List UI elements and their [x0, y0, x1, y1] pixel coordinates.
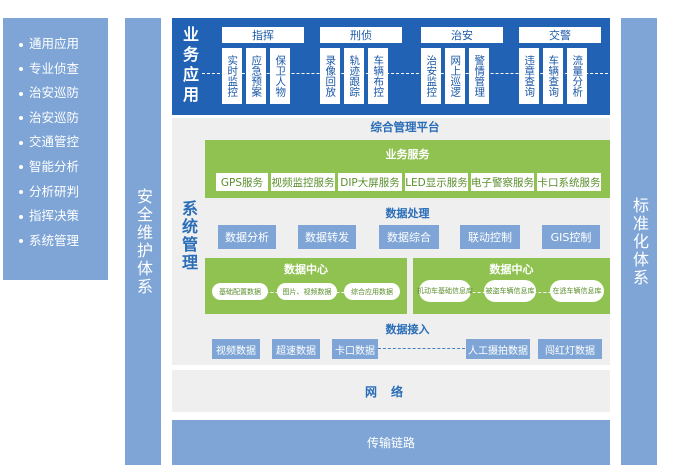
access-box: 人工摄拍数据	[466, 339, 530, 359]
access-box: 视频数据	[212, 339, 260, 359]
data-access-dashed-line	[378, 348, 465, 349]
function-item: 交通管控	[19, 130, 108, 155]
function-item: 系统管理	[19, 229, 108, 254]
business-dashed-line	[202, 73, 608, 74]
bullet-icon	[19, 165, 23, 170]
data-center-right-title: 数据中心	[489, 263, 534, 276]
security-system-label: 安全维护体系	[134, 187, 153, 296]
service-box: LED显示服务	[404, 172, 469, 192]
processing-box: 数据综合	[379, 225, 439, 249]
bullet-icon	[19, 91, 23, 96]
platform-title: 综合管理平台	[370, 120, 440, 134]
bullet-icon	[19, 190, 23, 195]
business-item: 应急预案	[246, 48, 266, 104]
standardization-system-bar: 标准化体系	[621, 18, 657, 465]
security-system-bar: 安全维护体系	[125, 18, 161, 465]
bullet-icon	[19, 67, 23, 72]
data-processing-title: 数据处理	[385, 207, 430, 220]
business-item: 违章查询	[519, 48, 539, 104]
function-item: 治安巡防	[19, 81, 108, 106]
function-item: 智能分析	[19, 155, 108, 180]
network-label: 网络	[364, 384, 417, 399]
bullet-icon	[19, 214, 23, 219]
business-item: 保卫人物	[270, 48, 290, 104]
access-box: 闯红灯数据	[538, 339, 602, 359]
service-box: GPS服务	[215, 172, 269, 192]
system-management-title: 系统管理	[179, 200, 198, 272]
transport-link-layer: 传输链路	[172, 420, 610, 465]
business-group-public-security: 治安 治安监控 网上巡逻 警情管理	[421, 27, 503, 104]
business-group-criminal: 刑侦 录像回放 轨迹跟踪 车辆布控	[320, 27, 402, 104]
data-oval: 被盗车辆信息库	[484, 280, 536, 302]
business-item: 流量分析	[567, 48, 587, 104]
group-header: 交警	[519, 27, 601, 43]
business-application-title: 业务应用	[180, 26, 199, 106]
service-box: 视频监控服务	[270, 172, 336, 192]
business-group-command: 指挥 实时监控 应急预案 保卫人物	[222, 27, 304, 104]
processing-box: 数据转发	[298, 225, 356, 249]
business-services-title: 业务服务	[385, 148, 430, 161]
processing-box: GIS控制	[542, 225, 600, 249]
function-item: 专业侦查	[19, 57, 108, 82]
bullet-icon	[19, 42, 23, 47]
standardization-system-label: 标准化体系	[630, 196, 649, 287]
service-box: 卡口系统服务	[536, 172, 602, 192]
business-item: 实时监控	[222, 48, 242, 104]
bullet-icon	[19, 239, 23, 244]
group-header: 指挥	[222, 27, 304, 43]
business-item: 录像回放	[320, 48, 340, 104]
bullet-icon	[19, 116, 23, 121]
business-item: 治安监控	[421, 48, 441, 104]
function-list: 通用应用 专业侦查 治安巡防 治安巡防 交通管控 智能分析 分析研判 指挥决策 …	[3, 18, 108, 280]
business-item: 警情管理	[469, 48, 489, 104]
data-oval: 图片、视频数据	[277, 283, 337, 300]
processing-box: 联动控制	[460, 225, 520, 249]
business-item: 轨迹跟踪	[344, 48, 364, 104]
data-oval: 综合应用数据	[344, 283, 400, 300]
data-oval: 在逃车辆信息库	[550, 280, 604, 302]
function-item: 指挥决策	[19, 204, 108, 229]
function-item: 治安巡防	[19, 106, 108, 131]
data-access-title: 数据接入	[385, 323, 430, 336]
transport-link-label: 传输链路	[366, 436, 415, 450]
service-box: 电子警察服务	[470, 172, 535, 192]
business-item: 车辆布控	[368, 48, 388, 104]
bullet-icon	[19, 140, 23, 145]
function-item: 通用应用	[19, 32, 108, 57]
business-item: 车辆查询	[543, 48, 563, 104]
access-box: 卡口数据	[332, 339, 378, 359]
network-layer: 网络	[172, 370, 610, 412]
data-oval: 基础配置数据	[212, 283, 268, 300]
data-center-left-title: 数据中心	[284, 263, 328, 276]
function-item: 分析研判	[19, 180, 108, 205]
business-group-traffic: 交警 违章查询 车辆查询 流量分析	[519, 27, 601, 104]
processing-box: 数据分析	[218, 225, 276, 249]
access-box: 超速数据	[272, 339, 320, 359]
service-box: DIP大屏服务	[337, 172, 403, 192]
group-header: 刑侦	[320, 27, 402, 43]
business-item: 网上巡逻	[445, 48, 465, 104]
data-oval: 机动车基础信息库	[417, 280, 473, 302]
group-header: 治安	[421, 27, 503, 43]
